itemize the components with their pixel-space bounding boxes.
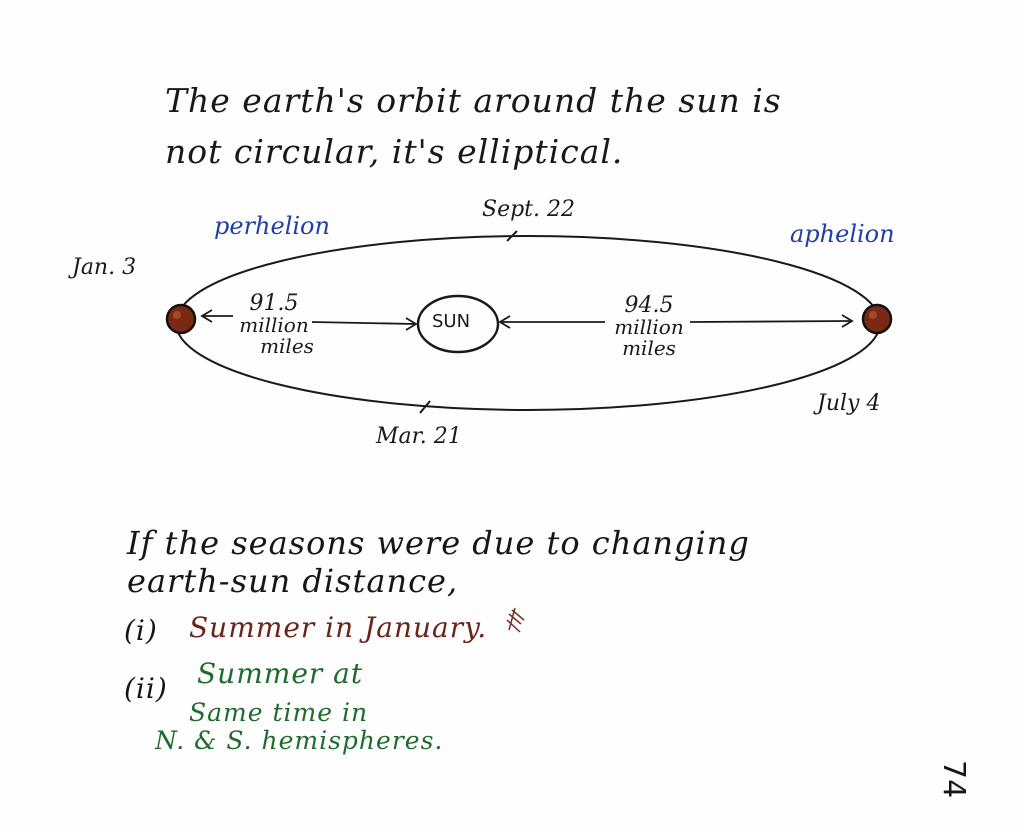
aphelion-arrowhead-right: [841, 314, 854, 328]
sept-tick: [506, 230, 518, 242]
title-line-2: not circular, it's elliptical.: [165, 132, 624, 171]
item-1-marker: (i): [124, 614, 158, 647]
perihelion-distance: 91.5 million miles: [232, 292, 316, 357]
perihelion-distance-unit2: miles: [260, 334, 314, 359]
aphelion-distance-value: 94.5: [624, 293, 674, 318]
item-2-line-1: Summer at: [197, 657, 364, 690]
july-date-label: July 4: [817, 391, 881, 416]
aphelion-label: aphelion: [790, 220, 895, 248]
perihelion-arrowhead-left: [200, 309, 213, 323]
mar-date-label: Mar. 21: [376, 424, 462, 449]
body-line-1: If the seasons were due to changing: [127, 524, 750, 562]
jan-date-label: Jan. 3: [72, 255, 137, 280]
earth-aphelion-highlight: [869, 311, 877, 319]
item-2-line-2: Same time in: [189, 698, 369, 727]
aphelion-distance-unit2: miles: [622, 336, 676, 361]
item-2-marker: (ii): [124, 672, 168, 705]
perihelion-label: perhelion: [214, 212, 330, 240]
item-2-line-3: N. & S. hemispheres.: [155, 726, 444, 755]
aphelion-distance-unit1: million: [614, 315, 684, 340]
aphelion-distance: 94.5 million miles: [606, 294, 692, 359]
earth-perihelion-highlight: [173, 311, 181, 319]
perihelion-distance-unit1: million: [239, 313, 309, 338]
sun-circle: [416, 294, 500, 354]
perihelion-arrow-right: [311, 321, 417, 325]
item-1-text: Summer in January.: [189, 611, 488, 644]
body-line-2: earth-sun distance,: [127, 562, 459, 600]
title-line-1: The earth's orbit around the sun is: [165, 81, 782, 120]
aphelion-arrowhead-left: [498, 315, 511, 329]
perihelion-arrowhead-right: [405, 317, 418, 331]
page-number: 74: [936, 760, 971, 799]
scribble-mark: [506, 607, 525, 633]
earth-aphelion: [861, 303, 893, 335]
aphelion-arrow-right: [689, 320, 853, 323]
sun-label: SUN: [432, 311, 471, 332]
perihelion-distance-value: 91.5: [249, 291, 299, 316]
sept-date-label: Sept. 22: [482, 197, 575, 222]
mar-tick: [419, 400, 431, 414]
earth-perihelion: [165, 303, 197, 335]
